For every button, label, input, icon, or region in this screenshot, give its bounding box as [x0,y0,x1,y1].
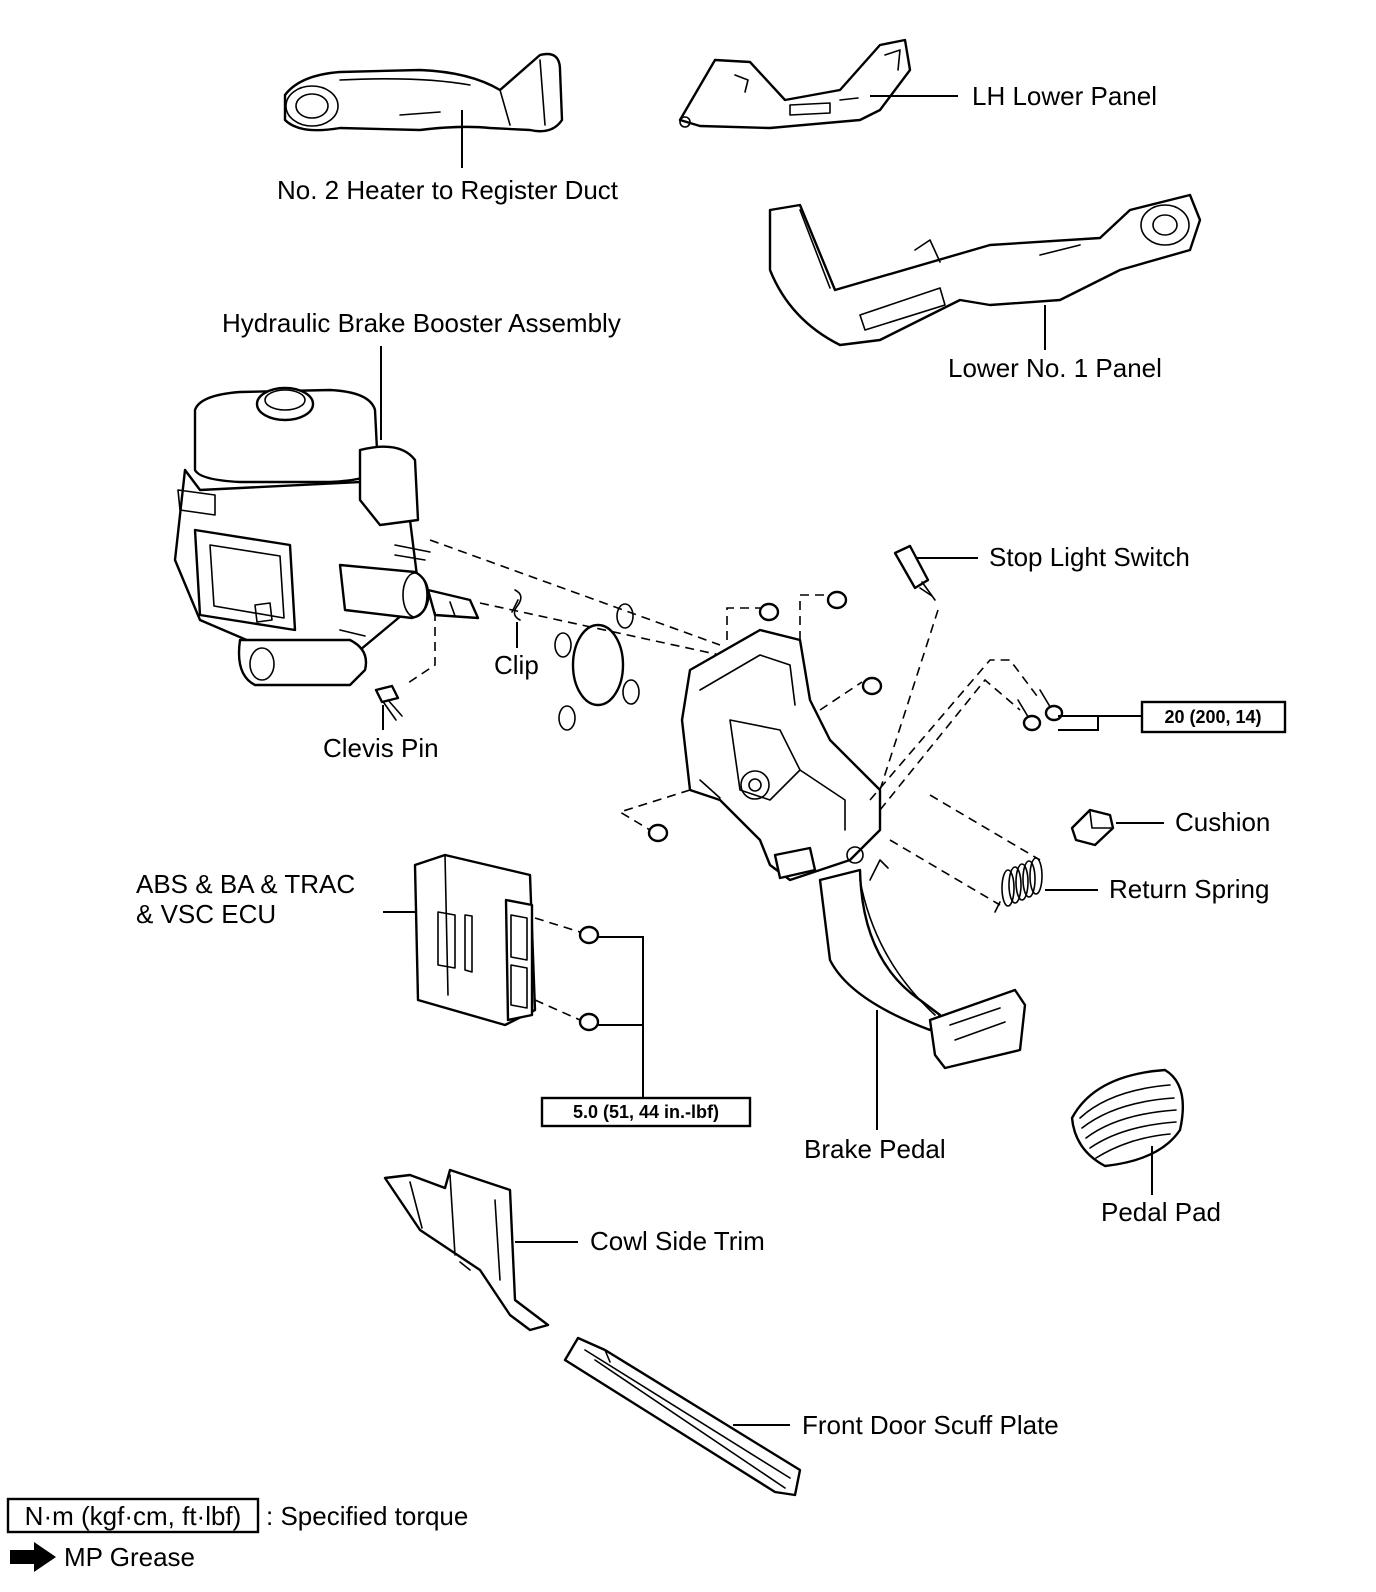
seal-rings-drawing [554,603,640,731]
legend-torque-desc: : Specified torque [266,1501,468,1531]
cushion-drawing [1070,808,1115,847]
pedal-pad-drawing [1070,1068,1184,1168]
clevis-pin-drawing [374,684,403,721]
bracket-bolts-drawing [1017,689,1064,732]
grease-arrow-icon [10,1542,56,1572]
stop-light-switch-label: Stop Light Switch [989,542,1190,572]
return-spring-drawing [994,857,1043,913]
cowl-side-trim-drawing [383,1168,550,1332]
legend-grease: MP Grease [64,1542,195,1572]
booster-drawing [173,386,480,687]
lh-lower-panel-label: LH Lower Panel [972,81,1157,111]
ecu-nut-torque-box [540,1096,752,1128]
lower-no1-panel-drawing [768,193,1202,347]
ecu-label-line1: ABS & BA & TRAC [136,869,355,899]
lh-lower-panel-drawing [678,38,912,130]
ecu-label-line2: & VSC ECU [136,899,276,929]
cushion-label: Cushion [1175,807,1270,837]
bracket-bolt-torque: 20 (200, 14) [1164,707,1261,727]
lower-no1-panel-label: Lower No. 1 Panel [948,353,1162,383]
bracket-nuts-drawing [647,590,883,843]
cowl-side-trim-label: Cowl Side Trim [590,1226,765,1256]
return-spring-label: Return Spring [1109,874,1269,904]
bracket-bolt-torque-box [1140,700,1287,734]
clevis-pin-label: Clevis Pin [323,733,439,763]
stop-light-switch-drawing [893,544,936,601]
brake-pedal-label: Brake Pedal [804,1134,946,1164]
legend-torque-units: N·m (kgf·cm, ft·lbf) [25,1501,242,1531]
pedal-pad-label: Pedal Pad [1101,1197,1221,1227]
clip-drawing [511,589,522,621]
scuff-plate-label: Front Door Scuff Plate [802,1410,1059,1440]
ecu-drawing [413,853,537,1027]
scuff-plate-drawing [563,1336,802,1497]
ecu-nuts-drawing [578,925,600,1032]
heater-duct-label: No. 2 Heater to Register Duct [277,175,619,205]
legend-torque-box [6,1497,260,1534]
booster-label: Hydraulic Brake Booster Assembly [222,308,621,338]
pedal-bracket-drawing [680,628,882,882]
brake-pedal-drawing [818,859,1027,1070]
heater-duct-drawing [283,52,564,133]
clip-label: Clip [494,650,539,680]
ecu-nut-torque: 5.0 (51, 44 in.-lbf) [573,1102,719,1122]
